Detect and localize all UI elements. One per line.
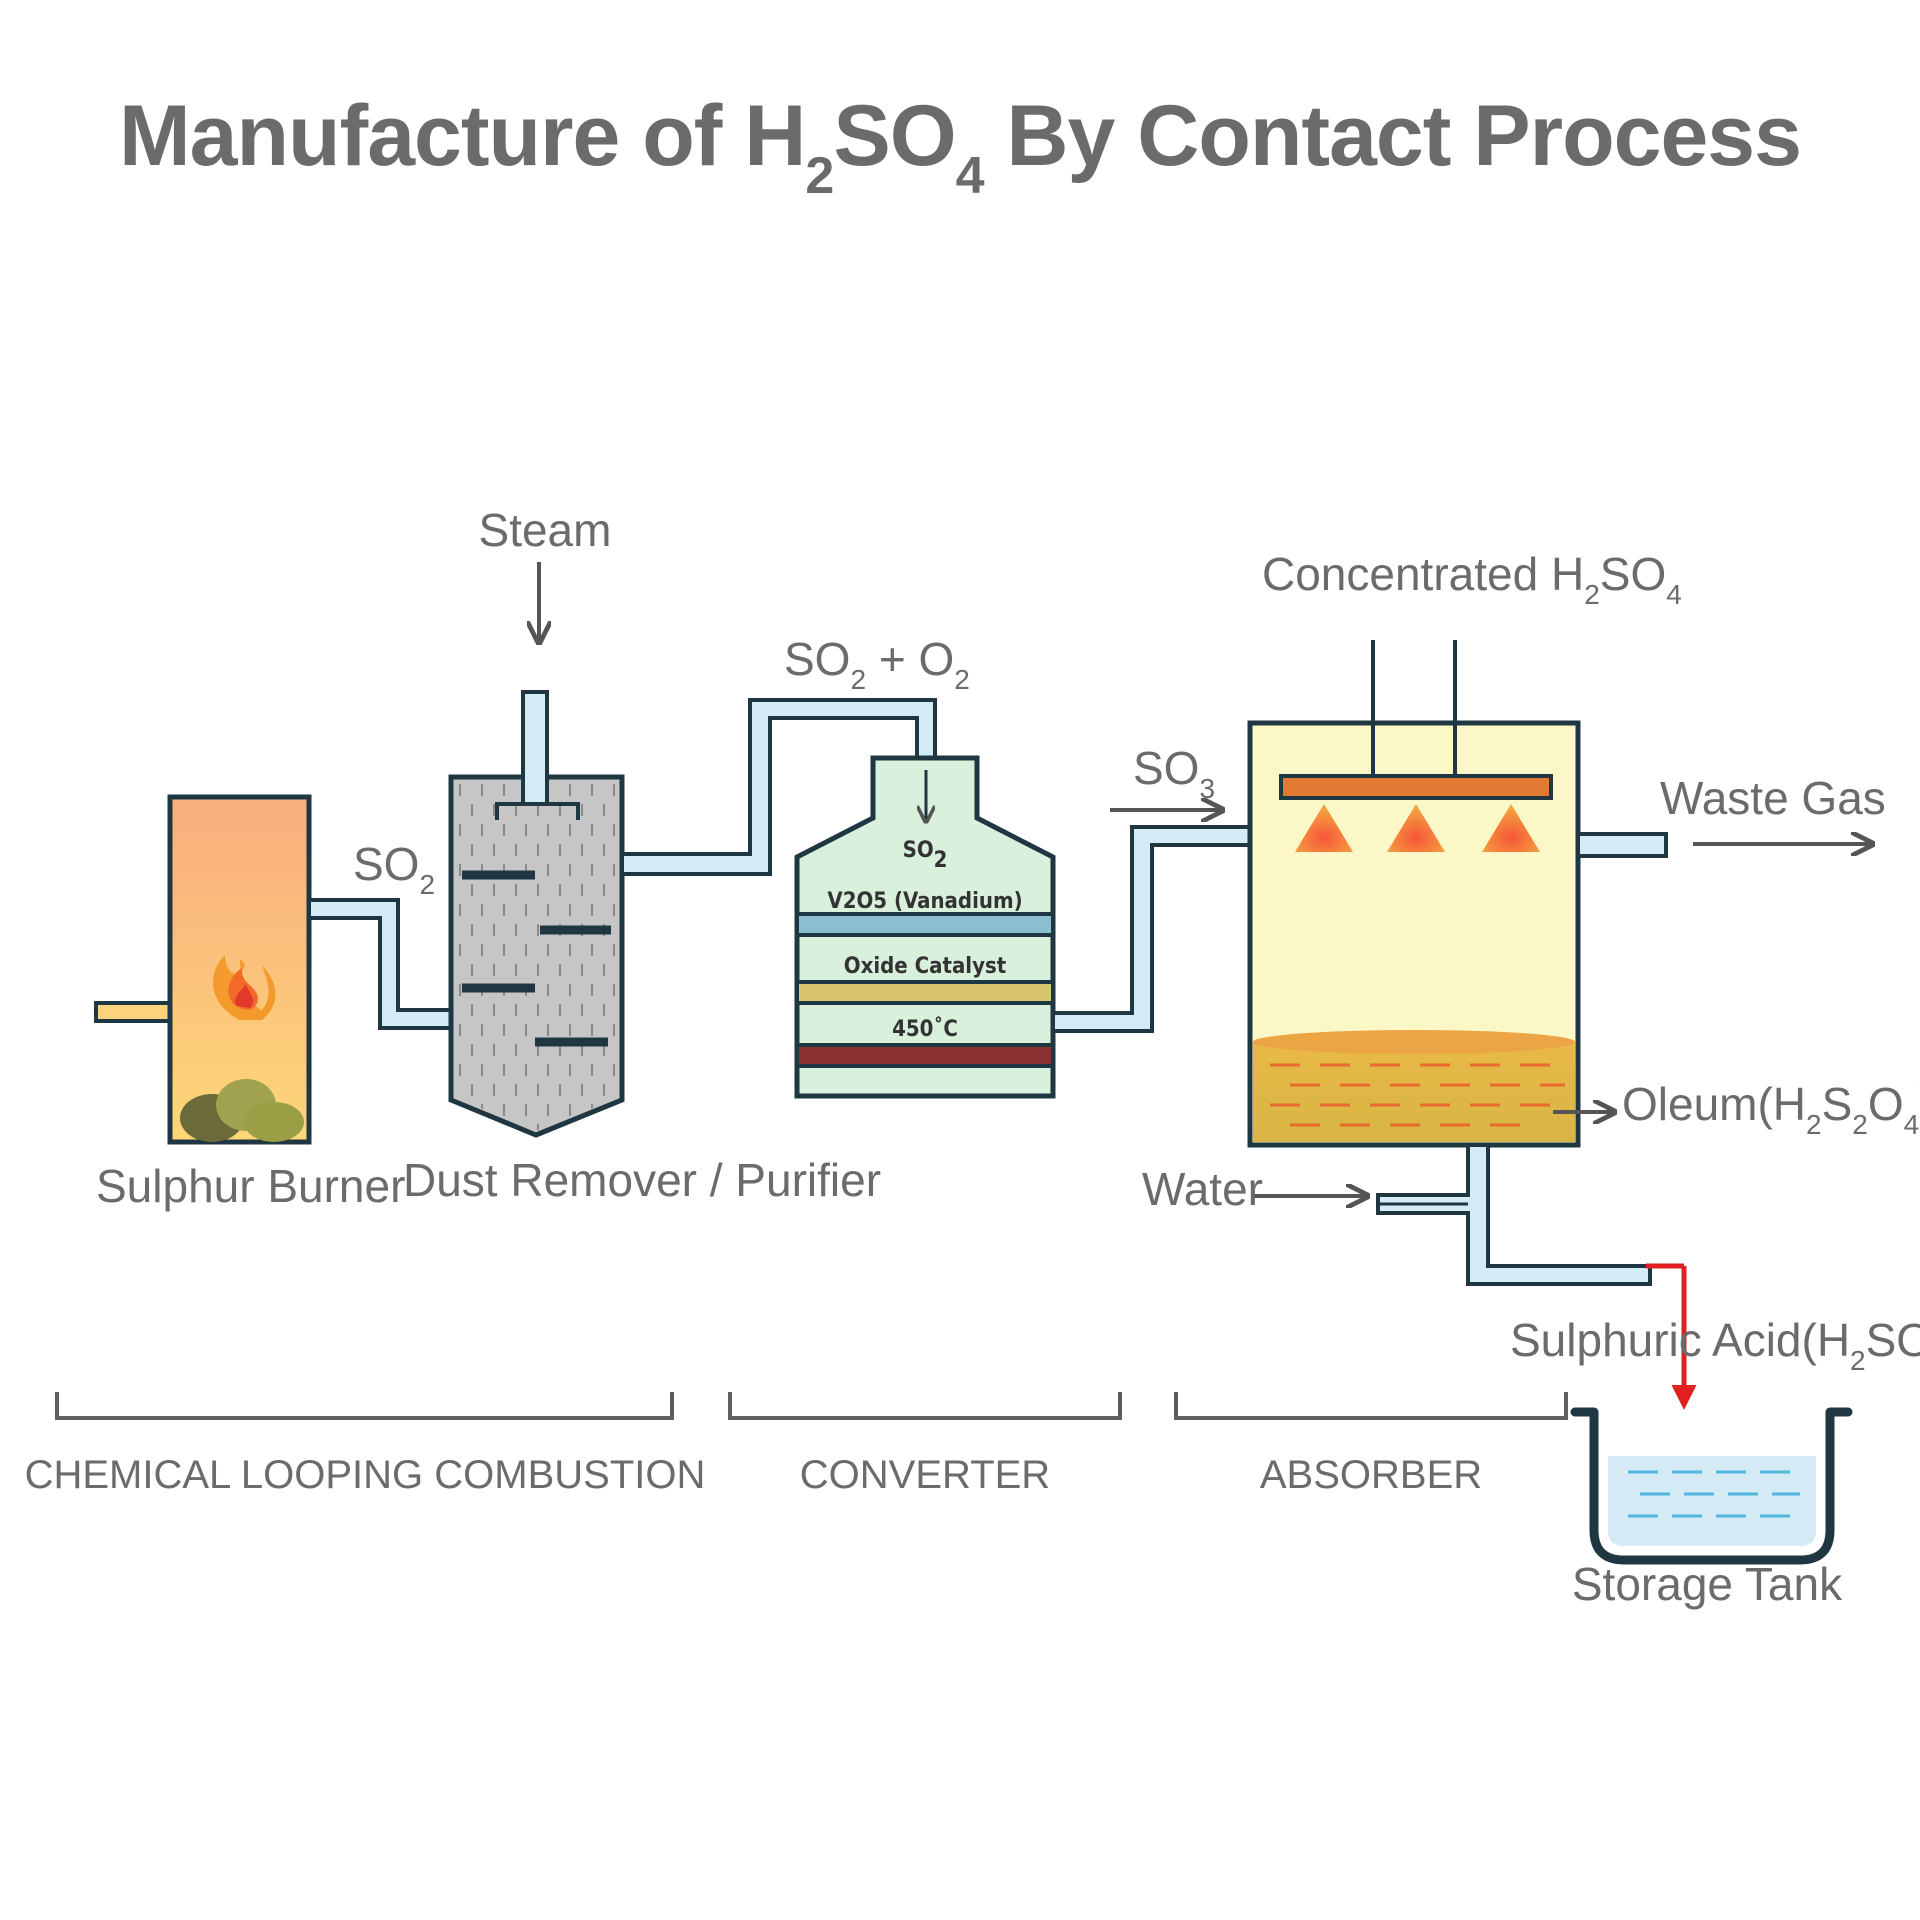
- flame-icon: [213, 955, 276, 1020]
- page-title: Manufacture of H2SO4 By Contact Process: [119, 88, 1801, 205]
- section-bracket-converter: [728, 1392, 1122, 1420]
- burner-inlet-pipe: [94, 1001, 172, 1023]
- section-label-absorber: ABSORBER: [1260, 1453, 1482, 1497]
- so2-label: SO2: [353, 838, 435, 900]
- dust-remover-label: Dust Remover / Purifier: [403, 1154, 881, 1206]
- tank-outline: [1570, 1407, 1853, 1565]
- spray-cone-2: [1387, 804, 1445, 852]
- section-label-converter: CONVERTER: [800, 1453, 1050, 1497]
- converter-temp-label: 450˚C: [892, 1017, 958, 1042]
- concentrated-h2so4-label: Concentrated H2SO4: [1262, 548, 1682, 610]
- catalyst-layer-gold: [799, 982, 1051, 1003]
- dust-remover: [448, 690, 625, 1138]
- section-bracket-combustion: [55, 1392, 674, 1420]
- section-bracket-absorber: [1174, 1392, 1568, 1420]
- waste-gas-label: Waste Gas: [1660, 772, 1886, 824]
- acid-outlet-pipe: [1376, 1143, 1652, 1286]
- catalyst-layer-blue: [799, 914, 1051, 935]
- sprayer-bar: [1279, 774, 1553, 800]
- absorber: [1247, 640, 1668, 1148]
- steam-label: Steam: [479, 504, 612, 556]
- so2-pipe: [307, 898, 457, 1030]
- so2-o2-label: SO2 + O2: [784, 633, 970, 695]
- sulphur-burner: [94, 794, 312, 1145]
- spray-cone-1: [1295, 804, 1353, 852]
- storage-tank: [1570, 1407, 1853, 1565]
- converter: SO2 V2O5 (Vanadium) Oxide Catalyst 450˚C: [794, 755, 1056, 1099]
- section-label-combustion: CHEMICAL LOOPING COMBUSTION: [25, 1453, 706, 1497]
- sulphuric-acid-label: Sulphuric Acid(H2SO4): [1510, 1314, 1920, 1376]
- oleum-label: Oleum(H2S2O4): [1622, 1078, 1920, 1140]
- so3-pipe: [1051, 825, 1252, 1033]
- catalyst-layer-red: [799, 1045, 1051, 1066]
- sulphur-rocks-icon: [180, 1079, 304, 1142]
- sulphur-burner-label: Sulphur Burner: [96, 1160, 405, 1212]
- converter-v2o5-label: V2O5 (Vanadium): [827, 889, 1022, 914]
- so3-label: SO3: [1133, 742, 1215, 804]
- converter-so2-label: SO2: [903, 838, 948, 873]
- storage-tank-label: Storage Tank: [1572, 1558, 1843, 1610]
- converter-oxide-label: Oxide Catalyst: [844, 954, 1007, 979]
- steam-inlet-pipe: [521, 690, 549, 806]
- waste-gas-pipe: [1576, 832, 1668, 858]
- spray-cone-3: [1482, 804, 1540, 852]
- water-label: Water: [1142, 1163, 1263, 1215]
